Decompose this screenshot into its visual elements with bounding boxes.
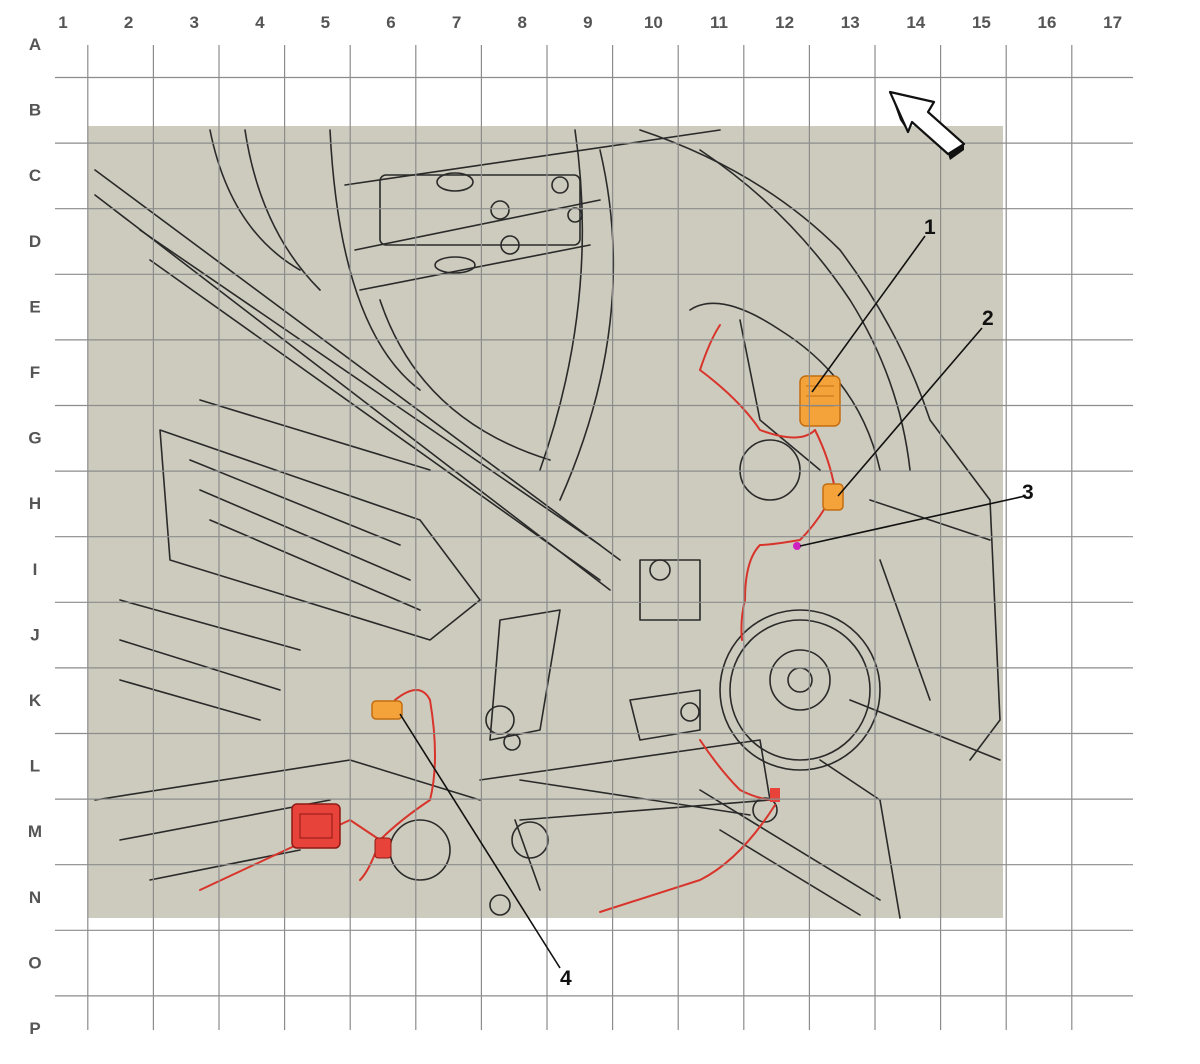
callout-4: 4 bbox=[560, 967, 572, 990]
grid-column-label: 10 bbox=[644, 13, 663, 32]
grid-column-label: 5 bbox=[321, 13, 330, 32]
grid-row-label: L bbox=[30, 757, 40, 776]
grid-row-label: N bbox=[29, 888, 41, 907]
vehicle-body-line-art bbox=[94, 129, 1001, 919]
grid-row-label: B bbox=[29, 101, 41, 120]
grid-column-label: 4 bbox=[255, 13, 265, 32]
grid-column-label: 16 bbox=[1038, 13, 1057, 32]
grid-row-label: F bbox=[30, 363, 40, 382]
callout-1: 1 bbox=[924, 216, 936, 239]
grid-column-label: 17 bbox=[1103, 13, 1122, 32]
component-connector-2 bbox=[822, 483, 844, 511]
grid-row-label: G bbox=[28, 429, 41, 448]
grid-row-label: K bbox=[29, 691, 42, 710]
grid-row-label: M bbox=[28, 822, 42, 841]
grid-row-label: C bbox=[29, 166, 41, 185]
reference-grid bbox=[55, 45, 1133, 1030]
grid-column-label: 8 bbox=[517, 13, 526, 32]
grid-column-label: 15 bbox=[972, 13, 991, 32]
grid-row-label: O bbox=[28, 953, 41, 972]
component-connector-4 bbox=[371, 700, 403, 720]
grid-column-label: 1 bbox=[58, 13, 67, 32]
grid-row-label: H bbox=[29, 494, 41, 513]
callout-2: 2 bbox=[982, 307, 994, 330]
grid-row-label: J bbox=[30, 625, 39, 644]
grid-row-label: A bbox=[29, 35, 41, 54]
component-red-connector bbox=[291, 788, 780, 859]
grid-row-label: I bbox=[33, 560, 38, 579]
callout-leaders bbox=[399, 235, 1026, 969]
grid-column-label: 6 bbox=[386, 13, 395, 32]
callout-3: 3 bbox=[1022, 481, 1034, 504]
drawing-panel bbox=[88, 126, 1003, 918]
grid-row-label: E bbox=[29, 297, 40, 316]
grid-row-label: D bbox=[29, 232, 41, 251]
grid-row-label: P bbox=[29, 1019, 40, 1038]
component-control-module bbox=[799, 375, 841, 427]
grid-column-label: 7 bbox=[452, 13, 461, 32]
grid-column-label: 12 bbox=[775, 13, 794, 32]
grid-column-label: 3 bbox=[189, 13, 198, 32]
grid-column-label: 13 bbox=[841, 13, 860, 32]
grid-column-label: 11 bbox=[710, 13, 728, 32]
component-connector-3 bbox=[793, 542, 801, 550]
arrow-icon bbox=[888, 90, 966, 160]
grid-column-label: 14 bbox=[906, 13, 925, 32]
grid-column-label: 2 bbox=[124, 13, 133, 32]
grid-column-label: 9 bbox=[583, 13, 592, 32]
